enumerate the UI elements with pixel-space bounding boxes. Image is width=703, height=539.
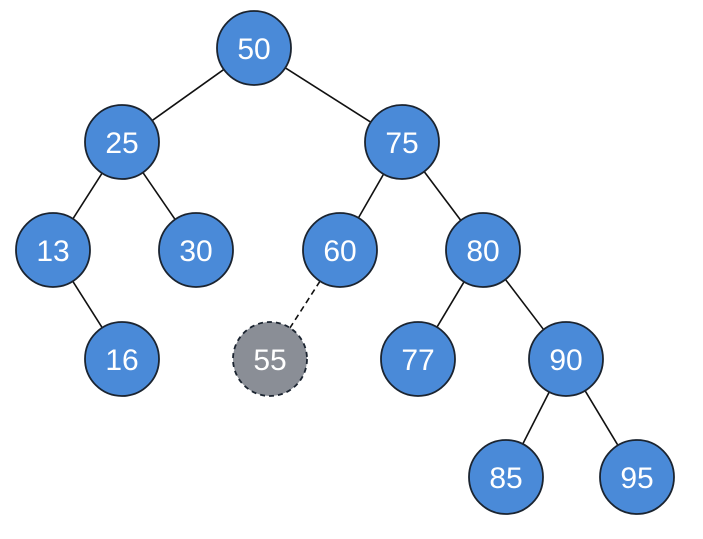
tree-node-circle-55 <box>232 321 308 397</box>
tree-node-label-95: 95 <box>620 462 653 495</box>
tree-node-circle-90 <box>528 321 604 397</box>
tree-node-50: 50 <box>216 10 292 86</box>
tree-node-25: 25 <box>84 104 160 180</box>
tree-node-circle-85 <box>468 439 544 515</box>
tree-node-label-85: 85 <box>489 462 522 495</box>
tree-edge-n90-n95 <box>584 390 619 446</box>
tree-node-label-55: 55 <box>253 344 286 377</box>
tree-edge-n60-n55 <box>289 280 321 329</box>
tree-edge-n13-n16 <box>72 280 103 329</box>
edges-layer <box>72 67 619 446</box>
tree-node-55: 55 <box>232 321 308 397</box>
tree-edge-n90-n85 <box>522 391 550 445</box>
tree-node-label-60: 60 <box>323 235 356 268</box>
tree-node-circle-80 <box>445 212 521 288</box>
tree-node-label-80: 80 <box>466 235 499 268</box>
tree-node-circle-13 <box>15 212 91 288</box>
tree-edge-n50-n25 <box>151 68 225 122</box>
tree-node-circle-60 <box>302 212 378 288</box>
nodes-layer: 50 25 75 13 30 60 80 16 55 77 90 85 95 <box>15 10 675 515</box>
tree-node-80: 80 <box>445 212 521 288</box>
tree-node-90: 90 <box>528 321 604 397</box>
tree-edge-n50-n75 <box>284 67 372 123</box>
tree-node-13: 13 <box>15 212 91 288</box>
tree-node-60: 60 <box>302 212 378 288</box>
tree-node-label-75: 75 <box>385 127 418 160</box>
tree-node-circle-16 <box>84 321 160 397</box>
tree-node-16: 16 <box>84 321 160 397</box>
tree-node-label-16: 16 <box>105 344 138 377</box>
tree-edge-n75-n80 <box>423 171 462 221</box>
tree-node-label-25: 25 <box>105 127 138 160</box>
tree-node-label-30: 30 <box>179 235 212 268</box>
tree-edge-n25-n30 <box>142 172 176 220</box>
tree-node-circle-50 <box>216 10 292 86</box>
tree-node-77: 77 <box>380 321 456 397</box>
tree-edge-n75-n60 <box>357 173 385 219</box>
tree-node-circle-95 <box>599 439 675 515</box>
tree-node-label-90: 90 <box>549 344 582 377</box>
tree-node-30: 30 <box>158 212 234 288</box>
tree-edge-n80-n77 <box>436 281 465 328</box>
tree-node-95: 95 <box>599 439 675 515</box>
tree-node-label-77: 77 <box>401 344 434 377</box>
tree-edge-n80-n90 <box>504 278 545 331</box>
tree-node-circle-77 <box>380 321 456 397</box>
tree-node-circle-30 <box>158 212 234 288</box>
tree-node-label-13: 13 <box>36 235 69 268</box>
tree-node-circle-75 <box>364 104 440 180</box>
tree-node-85: 85 <box>468 439 544 515</box>
tree-node-circle-25 <box>84 104 160 180</box>
tree-edge-n25-n13 <box>72 172 103 220</box>
tree-node-label-50: 50 <box>237 33 270 66</box>
tree-node-75: 75 <box>364 104 440 180</box>
